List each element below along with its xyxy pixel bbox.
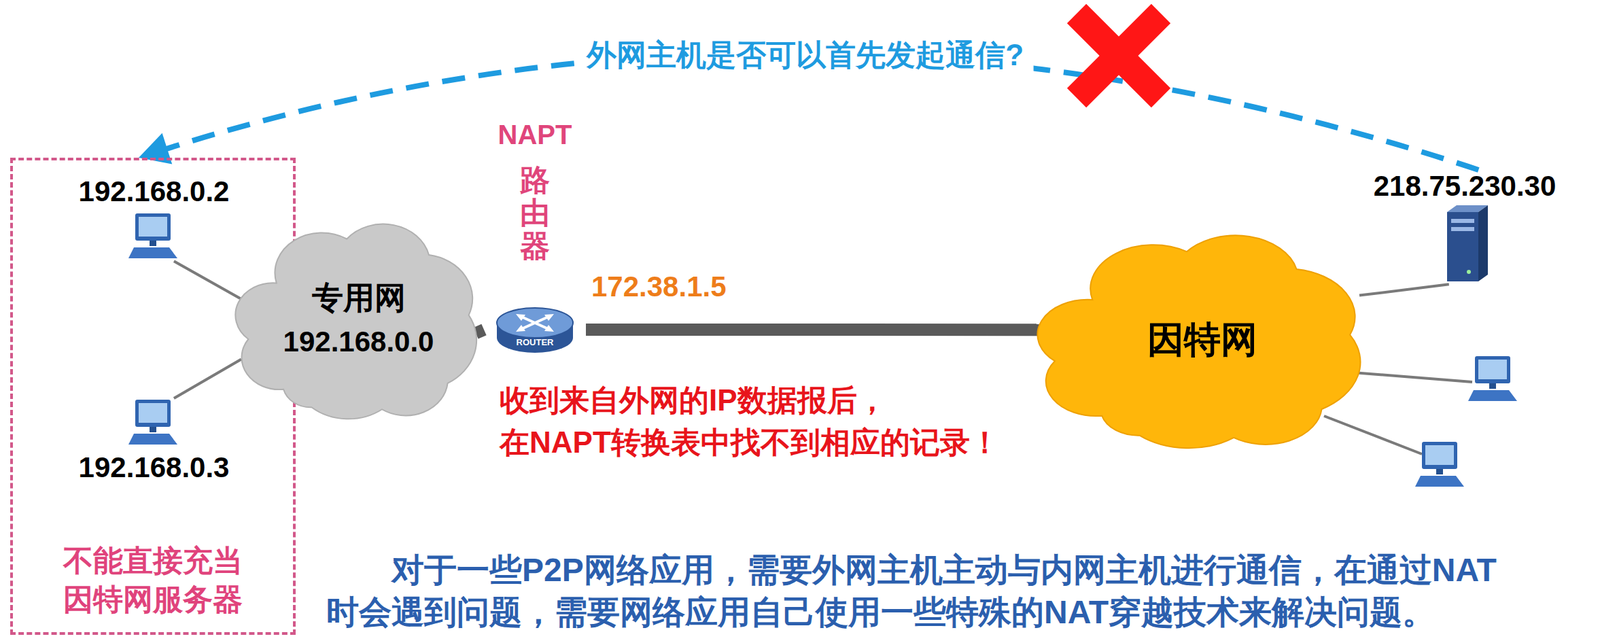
router-arrow [519, 316, 550, 330]
computer-icon-wrap [128, 212, 180, 262]
screen [138, 216, 168, 237]
monitor [1474, 356, 1511, 384]
connector [1359, 284, 1450, 295]
keyboard [1468, 390, 1518, 402]
host: 192.168.0.3 [70, 398, 238, 484]
icon-caption: ROUTER [516, 337, 554, 349]
server-icon-wrap [1440, 203, 1490, 285]
network-wire [1324, 415, 1422, 455]
monitor [135, 399, 171, 427]
monitor-neck [149, 240, 157, 247]
cross-stroke [1076, 13, 1161, 98]
monitor [1421, 441, 1458, 469]
cloud-outline [235, 224, 477, 420]
monitor-neck [1489, 383, 1497, 389]
cloud-ground [241, 218, 476, 420]
note-text: 172.38.1.5 [591, 270, 727, 304]
region-caption: 不能直接充当 因特网服务器 [19, 541, 287, 619]
router-arrow-head [544, 324, 554, 332]
cloud-caption: 专用网 192.168.0.0 [241, 218, 476, 420]
router-arrow-head [515, 314, 526, 321]
group-caption: 不能直接充当 因特网服务器 [19, 541, 287, 619]
router-top [496, 307, 573, 338]
network-cloud: 专用网 192.168.0.0 [241, 218, 476, 420]
cloud-shape [241, 218, 476, 420]
label-holder: 对于一些P2P网络应用，需要外网主机主动与内网主机进行通信，在通过NAT 时会遇… [326, 549, 1523, 635]
network-name: 192.168.0.0 [283, 325, 435, 359]
label-holder: 172.38.1.5 [591, 270, 727, 304]
screen [1478, 359, 1507, 380]
drive-slot [1451, 227, 1475, 232]
server: 218.75.230.30 [1366, 169, 1564, 285]
connector [585, 323, 1046, 336]
drive-slot [1451, 218, 1475, 223]
label-holder: ROUTER [516, 337, 554, 349]
ip-address: 192.168.0.3 [78, 451, 230, 484]
ip-address: 192.168.0.2 [78, 175, 230, 208]
network-wire [1352, 372, 1473, 382]
screen [138, 403, 168, 423]
monitor-neck [149, 426, 157, 433]
monitor [135, 213, 171, 241]
label-holder: 收到来自外网的IP数据报后， 在NAPT转换表中找不到相应的记录！ [499, 379, 1112, 465]
host: 192.168.0.2 [70, 175, 238, 262]
keyboard [128, 247, 178, 259]
router-arrow-head [515, 324, 526, 332]
router-arrow [519, 316, 550, 330]
computer-icon [128, 212, 180, 262]
host-group: 不能直接充当 因特网服务器 192.168.0.2 192.168.0.3 [10, 157, 296, 635]
computer-icon [1415, 441, 1465, 487]
screen [1425, 445, 1454, 465]
router-icon-wrap [494, 302, 576, 357]
cloud-caption: 因特网 [1045, 229, 1360, 449]
cross-stroke [1076, 13, 1161, 98]
network-cloud: 因特网 [1045, 229, 1360, 449]
router-icon [494, 302, 576, 357]
connector [174, 359, 242, 399]
note-text: 收到来自外网的IP数据报后， 在NAPT转换表中找不到相应的记录！ [499, 379, 1112, 465]
connector [475, 329, 484, 334]
keyboard [1415, 475, 1465, 487]
server-icon [1440, 203, 1490, 285]
computer-icon [128, 398, 180, 448]
power-led [1466, 269, 1471, 274]
router-name: 路由器 [519, 163, 550, 263]
router: NAPT 路由器 [483, 118, 586, 361]
connector [174, 261, 242, 300]
computer-icon [1468, 356, 1518, 402]
keyboard [128, 433, 178, 445]
computer-icon-wrap [128, 398, 180, 448]
server-front [1447, 212, 1479, 282]
network-name: 因特网 [1147, 318, 1258, 361]
network-name: 专用网 [311, 280, 406, 317]
router-arrow-head [544, 314, 554, 321]
note-text: 对于一些P2P网络应用，需要外网主机主动与内网主机进行通信，在通过NAT 时会遇… [326, 549, 1523, 635]
edge-label: 外网主机是否可以首先发起通信? [577, 37, 1034, 73]
router-name: NAPT [498, 118, 573, 151]
cloud-outline [1037, 235, 1361, 448]
ip-address: 218.75.230.30 [1373, 169, 1557, 203]
server-side [1478, 205, 1488, 282]
label-holder: 外网主机是否可以首先发起通信? [577, 37, 1034, 73]
monitor-neck [1436, 468, 1443, 475]
